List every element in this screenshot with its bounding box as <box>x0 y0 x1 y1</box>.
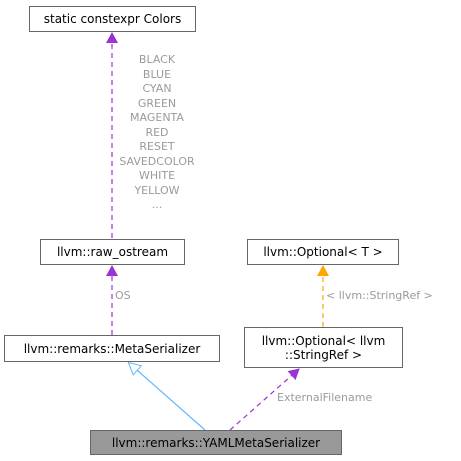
edge-label-external-filename-text: ExternalFilename <box>277 391 373 404</box>
edge-label-template-arg-text: < llvm::StringRef > <box>326 289 433 302</box>
edge-label-os: OS <box>115 289 131 304</box>
node-optional-stringref[interactable]: llvm::Optional< llvm ::StringRef > <box>244 327 403 368</box>
node-raw-ostream[interactable]: llvm::raw_ostream <box>40 239 185 265</box>
node-optional-stringref-label-line1: llvm::Optional< llvm <box>261 333 386 348</box>
node-colors-label: static constexpr Colors <box>43 12 182 26</box>
colors-member: BLACK <box>138 53 176 66</box>
edge-label-template-arg: < llvm::StringRef > <box>326 289 433 304</box>
node-yaml-meta-serializer[interactable]: llvm::remarks::YAMLMetaSerializer <box>90 430 342 455</box>
node-optional-t-label: llvm::Optional< T > <box>263 245 383 259</box>
node-yaml-meta-serializer-label: llvm::remarks::YAMLMetaSerializer <box>111 435 321 450</box>
node-meta-serializer-label: llvm::remarks::MetaSerializer <box>23 341 201 356</box>
node-raw-ostream-label: llvm::raw_ostream <box>56 245 169 259</box>
edge-external-filename <box>229 368 300 431</box>
edge-inheritance <box>129 363 206 431</box>
colors-member: RED <box>145 125 169 139</box>
node-optional-stringref-label-line2: ::StringRef > <box>284 347 363 362</box>
colors-member: RESET <box>139 140 175 153</box>
colors-member: YELLOW <box>134 183 180 197</box>
edge-label-external-filename: ExternalFilename <box>277 391 372 406</box>
colors-member: SAVEDCOLOR <box>119 154 195 168</box>
node-optional-t[interactable]: llvm::Optional< T > <box>247 239 399 265</box>
edge-label-os-text: OS <box>115 289 131 302</box>
colors-member: GREEN <box>137 96 177 110</box>
node-colors[interactable]: static constexpr Colors <box>29 6 196 32</box>
node-meta-serializer[interactable]: llvm::remarks::MetaSerializer <box>4 335 220 362</box>
colors-member: BLUE <box>142 67 172 81</box>
colors-member: CYAN <box>142 82 172 95</box>
colors-member: ... <box>151 198 163 211</box>
colors-member: WHITE <box>138 169 176 182</box>
colors-member: MAGENTA <box>130 111 184 124</box>
